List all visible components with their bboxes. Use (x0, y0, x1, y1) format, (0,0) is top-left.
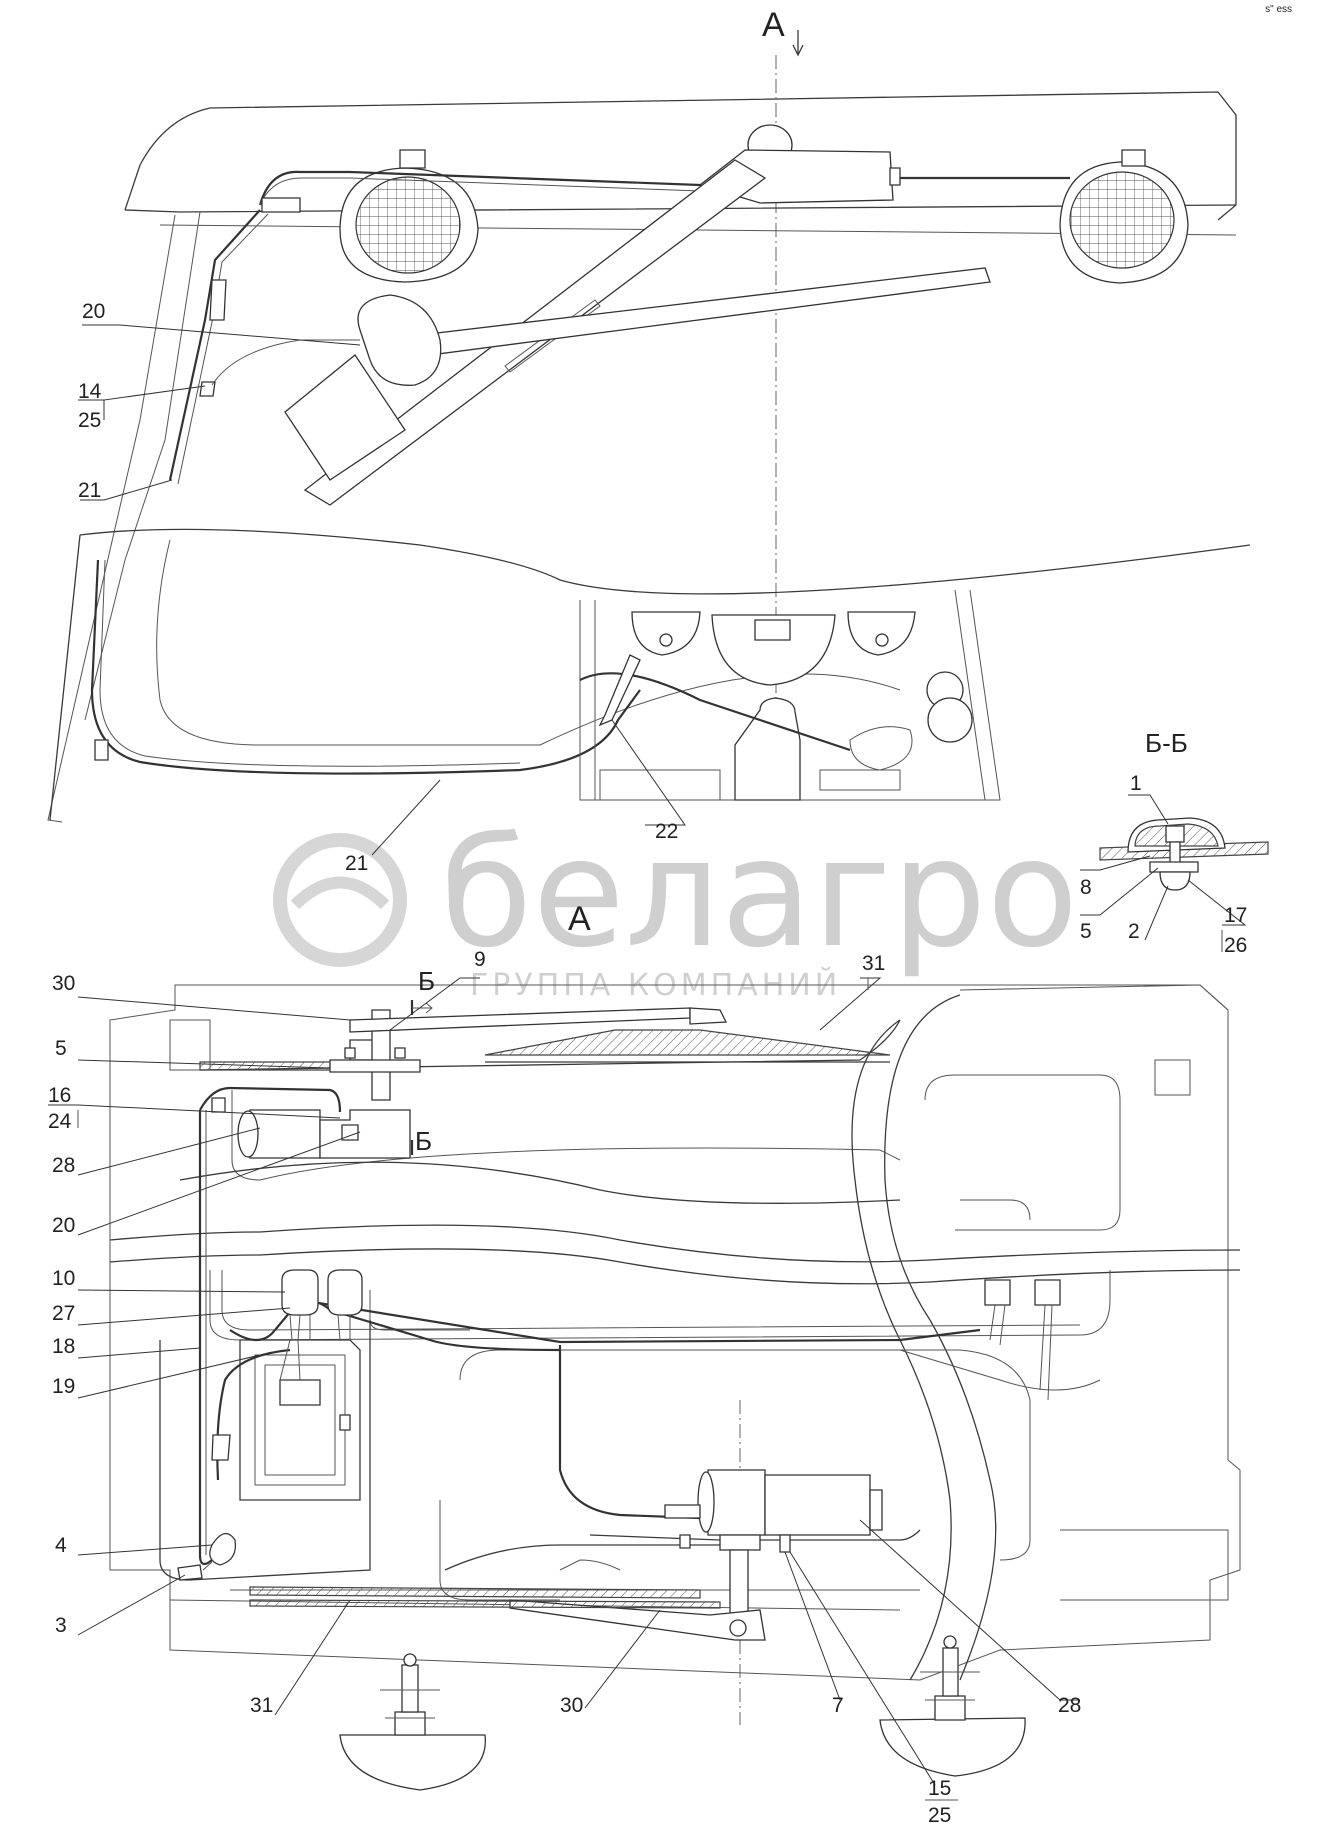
detail-view-callouts: 30 9 31 5 16 24 28 20 10 27 18 19 4 3 31… (48, 948, 1081, 1827)
callout-14-top: 14 (78, 380, 102, 403)
callout-31-upper: 31 (862, 952, 885, 975)
section-callout-1: 1 (1130, 772, 1142, 795)
control-box (239, 1339, 361, 1501)
view-a-arrow-label: А (762, 6, 785, 44)
callout-25-top: 25 (78, 409, 101, 432)
section-mark-b-top: Б (418, 966, 435, 996)
lower-lamp-left (339, 1653, 486, 1791)
callout-24: 24 (48, 1110, 72, 1133)
section-callout-17: 17 (1224, 904, 1247, 927)
section-mark-b-bottom: Б (415, 1126, 432, 1156)
relay-right (327, 1269, 363, 1341)
section-bb: Б-Б 1 8 5 2 17 26 (1080, 728, 1269, 957)
callout-19: 19 (52, 1375, 75, 1398)
section-callout-2: 2 (1128, 920, 1140, 943)
section-bb-title: Б-Б (1145, 728, 1188, 758)
callout-7: 7 (832, 1694, 844, 1717)
section-callout-5: 5 (1080, 920, 1092, 943)
beacon-right (1059, 149, 1189, 284)
callout-22: 22 (655, 820, 678, 843)
upper-wiper-motor (237, 1007, 728, 1159)
callout-21-top-left: 21 (78, 479, 101, 502)
callout-21-top-center: 21 (345, 852, 368, 875)
lower-lamp-right (879, 1635, 1026, 1777)
callout-27: 27 (52, 1302, 75, 1325)
section-callout-8: 8 (1080, 876, 1092, 899)
corner-mark: s" ess (1265, 4, 1292, 15)
callout-25-detail: 25 (928, 1804, 951, 1827)
callout-4: 4 (55, 1534, 67, 1557)
callout-3: 3 (55, 1614, 67, 1637)
callout-28-upper: 28 (52, 1154, 75, 1177)
detail-view-a: А (109, 900, 1241, 1791)
watermark: белагро ГРУППА КОМПАНИЙ (273, 807, 1078, 1003)
callout-20-detail: 20 (52, 1214, 75, 1237)
callout-28-lower: 28 (1058, 1694, 1081, 1717)
callout-30-upper: 30 (52, 972, 75, 995)
relay-left (279, 1269, 319, 1381)
beacon-left (339, 149, 479, 283)
callout-18: 18 (52, 1335, 75, 1358)
top-view-cab-drawing: А (47, 6, 1251, 823)
callout-30-lower: 30 (560, 1694, 583, 1717)
callout-31-lower: 31 (250, 1694, 273, 1717)
top-view-callouts: 20 14 25 21 21 22 (78, 300, 686, 875)
relays-right-side (984, 1279, 1061, 1401)
dashboard (579, 589, 1001, 801)
callout-15: 15 (928, 1777, 951, 1800)
detail-view-a-title: А (568, 900, 591, 938)
lower-wiper-motor (664, 1469, 883, 1631)
watermark-brand: белагро (440, 807, 1078, 981)
callout-9: 9 (474, 948, 486, 971)
mirror (284, 294, 442, 481)
callout-16: 16 (48, 1084, 71, 1107)
callout-5-detail: 5 (55, 1037, 67, 1060)
callout-20-top: 20 (82, 300, 105, 323)
section-callout-26: 26 (1224, 934, 1247, 957)
callout-10: 10 (52, 1267, 75, 1290)
